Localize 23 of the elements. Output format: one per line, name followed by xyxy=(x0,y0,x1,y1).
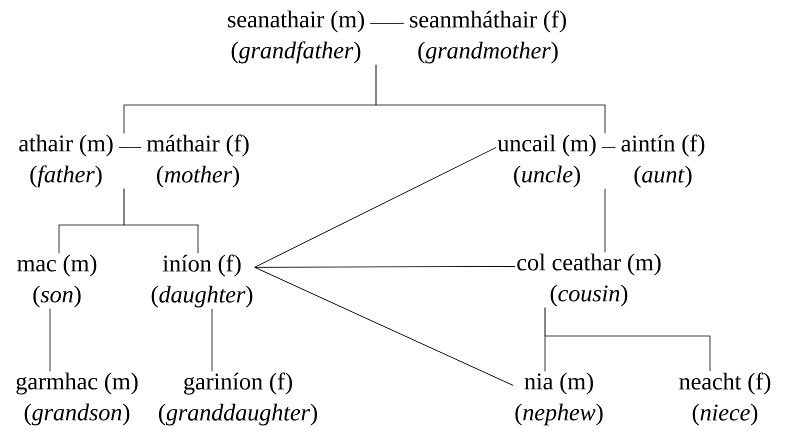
connector-line xyxy=(254,147,497,268)
kinship-term: neacht (f) (niece) xyxy=(679,372,770,426)
kinship-term: garmhac (m) (grandson) xyxy=(16,372,138,426)
connector-line xyxy=(124,188,198,254)
dash-line xyxy=(601,146,616,148)
connector-line xyxy=(544,307,710,372)
dash-line xyxy=(370,22,404,24)
kinship-term: nia (m) (nephew) xyxy=(515,372,603,426)
kinship-term: uncail (m) (uncle) xyxy=(498,134,596,188)
connector-line xyxy=(604,188,606,253)
kinship-term: gariníon (f) (granddaughter) xyxy=(159,372,317,426)
kinship-term: seanathair (m) (grandfather) xyxy=(228,10,364,64)
connector-line xyxy=(254,266,514,386)
dash-line xyxy=(118,146,142,148)
kinship-term: aintín (f) (aunt) xyxy=(622,134,704,188)
kinship-term: máthair (f) (mother) xyxy=(146,134,249,188)
kinship-term: mac (m) (son) xyxy=(17,254,96,308)
kinship-term: iníon (f) (daughter) xyxy=(152,254,252,308)
kinship-term: athair (m) (father) xyxy=(19,134,113,188)
kinship-term: col ceathar (m) (cousin) xyxy=(517,254,661,306)
kinship-term: seanmháthair (f) (grandmother) xyxy=(410,10,566,64)
connector-line xyxy=(376,64,606,134)
connector-line xyxy=(254,266,516,268)
